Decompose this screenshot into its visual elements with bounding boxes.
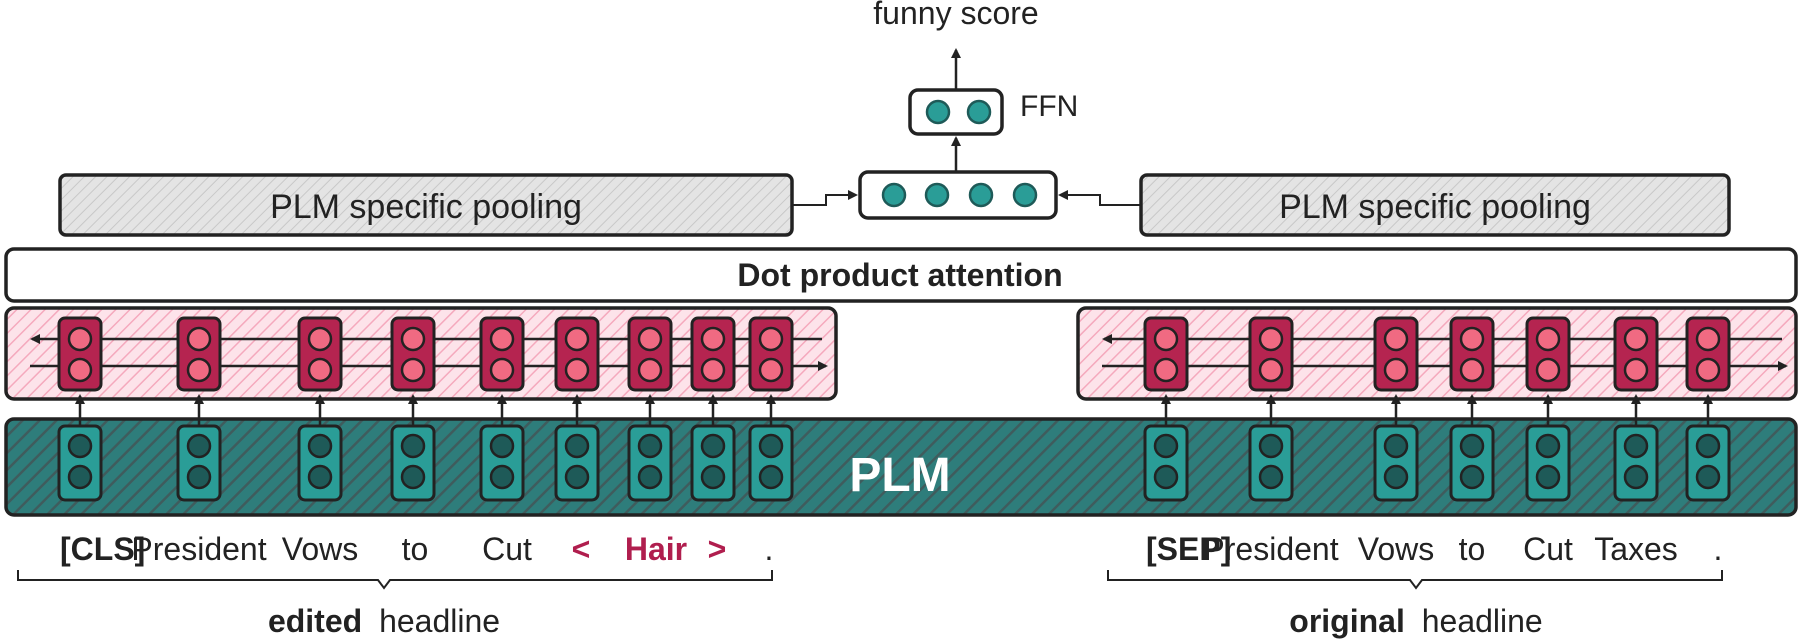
edited-lstm-cell <box>627 316 673 392</box>
original-lstm-cell <box>1525 316 1571 392</box>
ffn-label: FFN <box>1020 90 1078 123</box>
output-label: funny score <box>873 0 1038 31</box>
edited-plm-cell <box>748 424 794 502</box>
left-pool-connector <box>792 190 858 206</box>
edited-token: . <box>765 531 774 567</box>
original-plm-cell <box>1613 424 1659 502</box>
original-token: [SEP] <box>1146 531 1231 567</box>
edited-plm-cell <box>627 424 673 502</box>
edited-token: > <box>708 531 727 567</box>
edited-caption-bold: edited <box>268 603 362 639</box>
edited-token: < <box>572 531 591 567</box>
edited-plm-cell <box>554 424 600 502</box>
original-plm-cell <box>1449 424 1495 502</box>
token-cells-original <box>1143 316 1731 502</box>
original-plm-cell <box>1373 424 1419 502</box>
original-caption-bold: original <box>1289 603 1405 639</box>
original-plm-cell <box>1143 424 1189 502</box>
edited-lstm-cell <box>554 316 600 392</box>
plm-label: PLM <box>849 449 950 502</box>
original-lstm-cell <box>1613 316 1659 392</box>
original-headline-brace <box>1107 570 1723 590</box>
original-token: to <box>1459 531 1486 567</box>
edited-token: to <box>402 531 429 567</box>
original-token: President <box>1203 531 1338 567</box>
edited-caption-rest: headline <box>379 603 500 639</box>
edited-token: [CLS] <box>60 531 145 567</box>
edited-plm-cell <box>479 424 525 502</box>
plm-block <box>4 417 1798 517</box>
edited-lstm-cell <box>479 316 525 392</box>
edited-plm-cell <box>297 424 343 502</box>
edited-token: Hair <box>625 531 687 567</box>
concat-vector <box>858 170 1058 220</box>
original-lstm-cell <box>1373 316 1419 392</box>
original-plm-cell <box>1525 424 1571 502</box>
edited-plm-cell <box>57 424 103 502</box>
ffn-layer <box>908 88 1004 136</box>
original-headline-caption: original headline <box>1289 603 1542 639</box>
edited-plm-cell <box>176 424 222 502</box>
original-plm-cell <box>1248 424 1294 502</box>
attention-layer <box>4 247 1798 303</box>
edited-lstm-cell <box>297 316 343 392</box>
edited-lstm-cell <box>690 316 736 392</box>
right-pool-connector <box>1058 190 1141 206</box>
edited-lstm-cell <box>748 316 794 392</box>
edited-headline-brace <box>17 570 773 590</box>
attention-label: Dot product attention <box>737 257 1062 293</box>
edited-lstm-cell <box>390 316 436 392</box>
original-caption-rest: headline <box>1422 603 1543 639</box>
token-cells-edited <box>57 316 794 502</box>
original-token: Vows <box>1358 531 1434 567</box>
edited-token: President <box>131 531 266 567</box>
original-lstm-cell <box>1449 316 1495 392</box>
original-lstm-cell <box>1685 316 1731 392</box>
pooling-left-label: PLM specific pooling <box>270 188 582 226</box>
edited-token: Cut <box>482 531 532 567</box>
edited-plm-cell <box>690 424 736 502</box>
pooling-right-label: PLM specific pooling <box>1279 188 1591 226</box>
edited-headline-caption: edited headline <box>268 603 500 639</box>
edited-lstm-cell <box>57 316 103 392</box>
edited-headline-tokens: [CLS]President Vows to Cut < Hair >. <box>60 531 773 567</box>
original-token: . <box>1714 531 1723 567</box>
edited-lstm-cell <box>176 316 222 392</box>
edited-token: Vows <box>282 531 358 567</box>
edited-plm-cell <box>390 424 436 502</box>
original-lstm-cell <box>1248 316 1294 392</box>
original-plm-cell <box>1685 424 1731 502</box>
original-lstm-cell <box>1143 316 1189 392</box>
original-token: Cut <box>1523 531 1573 567</box>
original-token: Taxes <box>1594 531 1678 567</box>
